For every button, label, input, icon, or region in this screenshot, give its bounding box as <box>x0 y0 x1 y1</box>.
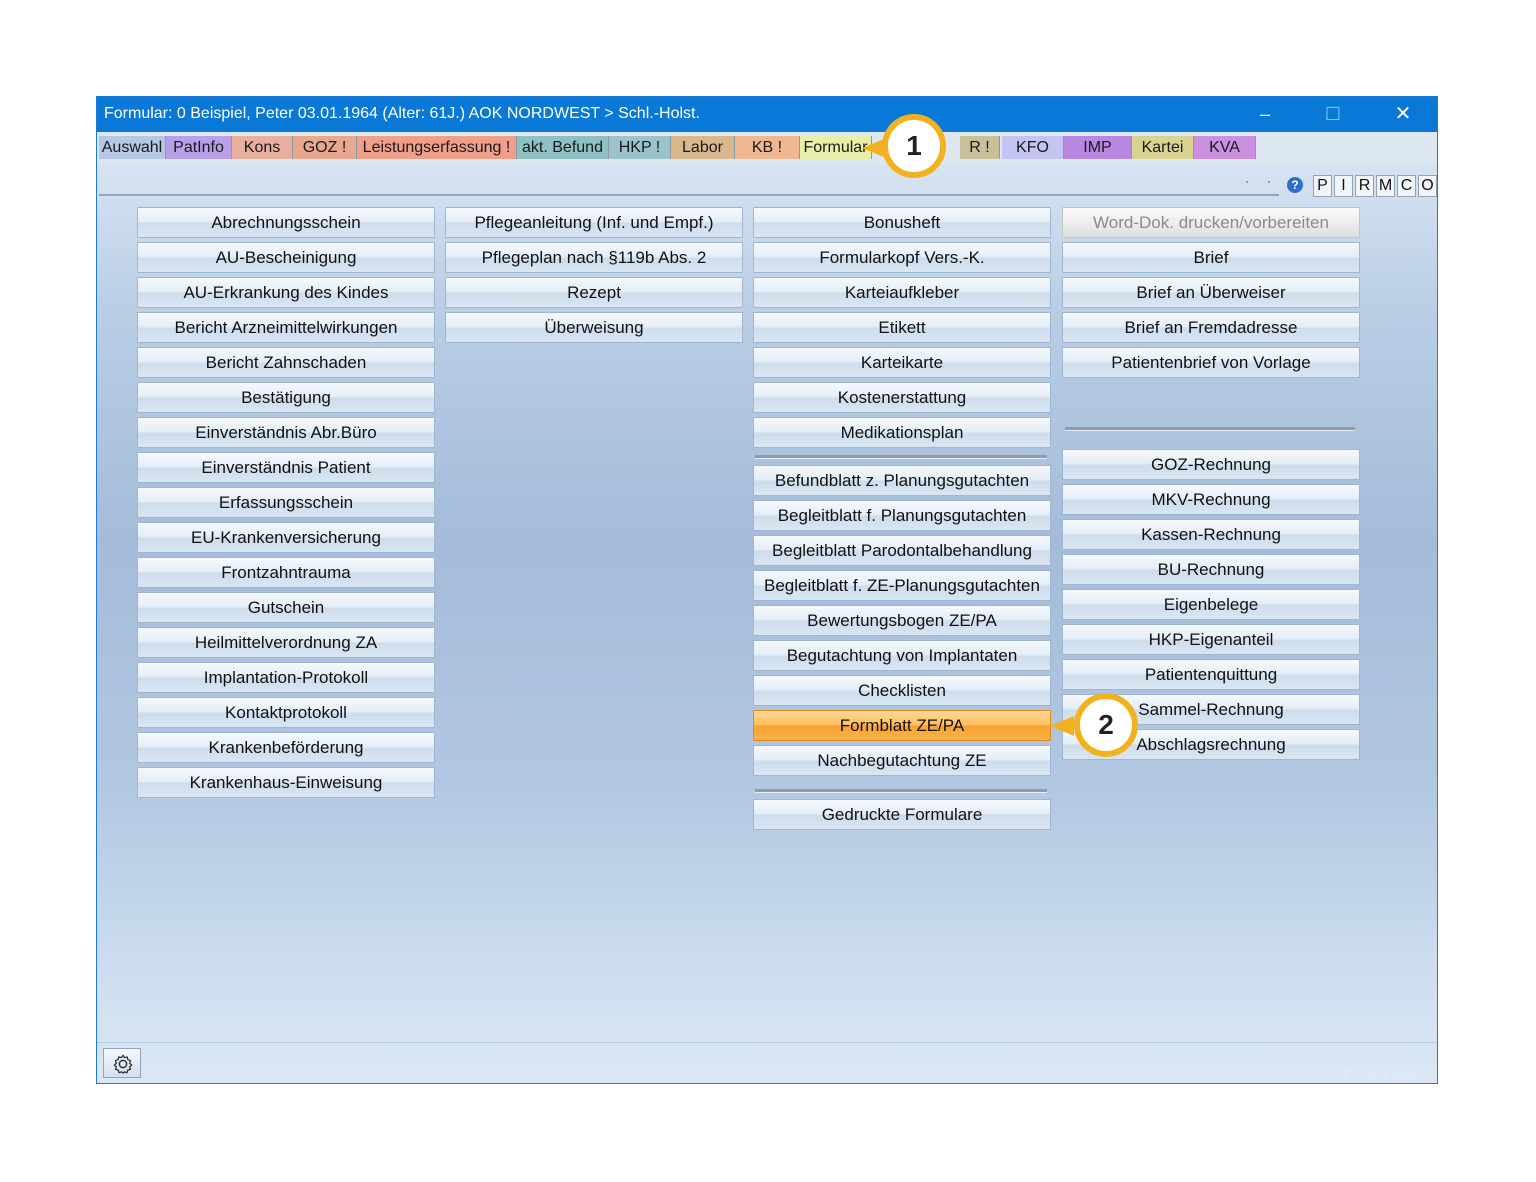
tab-scroll-left-icon[interactable]: · <box>1245 174 1249 188</box>
tab-akt-befund[interactable]: akt. Befund <box>517 136 609 159</box>
begleitblatt-parodontalbehandlung-button[interactable]: Begleitblatt Parodontalbehandlung <box>753 535 1051 566</box>
heilmittelverordnung-za-button[interactable]: Heilmittelverordnung ZA <box>137 627 435 658</box>
gutschein-button[interactable]: Gutschein <box>137 592 435 623</box>
tab-underline <box>99 194 1279 196</box>
au-erkrankung-des-kindes-button[interactable]: AU-Erkrankung des Kindes <box>137 277 435 308</box>
tab-kfo[interactable]: KFO <box>1002 136 1064 159</box>
side-button-r[interactable]: R <box>1355 175 1374 197</box>
pflegeanleitung-inf-und-empf-button[interactable]: Pflegeanleitung (Inf. und Empf.) <box>445 207 743 238</box>
close-icon[interactable]: ✕ <box>1394 103 1412 125</box>
bestätigung-button[interactable]: Bestätigung <box>137 382 435 413</box>
abrechnungsschein-button[interactable]: Abrechnungsschein <box>137 207 435 238</box>
hkp-eigenanteil-button[interactable]: HKP-Eigenanteil <box>1062 624 1360 655</box>
tab-formular[interactable]: Formular <box>800 136 872 159</box>
tab-auswahl[interactable]: Auswahl <box>99 136 166 159</box>
separator-col3-b <box>755 789 1047 793</box>
medikationsplan-button[interactable]: Medikationsplan <box>753 417 1051 448</box>
callout-1: 1 <box>882 114 946 178</box>
formblatt-ze-pa-button[interactable]: Formblatt ZE/PA <box>753 710 1051 741</box>
bonusheft-button[interactable]: Bonusheft <box>753 207 1051 238</box>
patientenbrief-von-vorlage-button[interactable]: Patientenbrief von Vorlage <box>1062 347 1360 378</box>
tab-kartei[interactable]: Kartei <box>1132 136 1194 159</box>
tab-r[interactable]: R ! <box>960 136 1000 159</box>
gedruckte-formulare-button[interactable]: Gedruckte Formulare <box>753 799 1051 830</box>
window-title: Formular: 0 Beispiel, Peter 03.01.1964 (… <box>104 105 700 122</box>
tab-scroll-right-icon[interactable]: · <box>1267 174 1271 188</box>
separator-col4 <box>1065 427 1355 431</box>
etikett-button[interactable]: Etikett <box>753 312 1051 343</box>
separator-col3-a <box>755 455 1047 459</box>
einverständnis-abr-büro-button[interactable]: Einverständnis Abr.Büro <box>137 417 435 448</box>
brief-an-fremdadresse-button[interactable]: Brief an Fremdadresse <box>1062 312 1360 343</box>
brief-an-überweiser-button[interactable]: Brief an Überweiser <box>1062 277 1360 308</box>
word-dok-drucken-vorbereiten-button: Word-Dok. drucken/vorbereiten <box>1062 207 1360 238</box>
au-bescheinigung-button[interactable]: AU-Bescheinigung <box>137 242 435 273</box>
callout-2-pointer <box>1050 716 1074 736</box>
bericht-arzneimittelwirkungen-button[interactable]: Bericht Arzneimittelwirkungen <box>137 312 435 343</box>
implantation-protokoll-button[interactable]: Implantation-Protokoll <box>137 662 435 693</box>
bewertungsbogen-ze-pa-button[interactable]: Bewertungsbogen ZE/PA <box>753 605 1051 636</box>
eigenbelege-button[interactable]: Eigenbelege <box>1062 589 1360 620</box>
checklisten-button[interactable]: Checklisten <box>753 675 1051 706</box>
goz-rechnung-button[interactable]: GOZ-Rechnung <box>1062 449 1360 480</box>
kontaktprotokoll-button[interactable]: Kontaktprotokoll <box>137 697 435 728</box>
tab-kb[interactable]: KB ! <box>735 136 800 159</box>
rezept-button[interactable]: Rezept <box>445 277 743 308</box>
brief-button[interactable]: Brief <box>1062 242 1360 273</box>
begleitblatt-f-planungsgutachten-button[interactable]: Begleitblatt f. Planungsgutachten <box>753 500 1051 531</box>
title-bar[interactable]: Formular: 0 Beispiel, Peter 03.01.1964 (… <box>97 97 1437 132</box>
nachbegutachtung-ze-button[interactable]: Nachbegutachtung ZE <box>753 745 1051 776</box>
tab-kva[interactable]: KVA <box>1194 136 1256 159</box>
karteikarte-button[interactable]: Karteikarte <box>753 347 1051 378</box>
tab-patinfo[interactable]: PatInfo <box>166 136 232 159</box>
patientenquittung-button[interactable]: Patientenquittung <box>1062 659 1360 690</box>
side-button-m[interactable]: M <box>1376 175 1395 197</box>
callout-1-pointer <box>862 138 886 158</box>
tab-imp[interactable]: IMP <box>1064 136 1132 159</box>
mkv-rechnung-button[interactable]: MKV-Rechnung <box>1062 484 1360 515</box>
formularkopf-vers-k-button[interactable]: Formularkopf Vers.-K. <box>753 242 1051 273</box>
tab-hkp[interactable]: HKP ! <box>609 136 671 159</box>
erfassungsschein-button[interactable]: Erfassungsschein <box>137 487 435 518</box>
side-button-i[interactable]: I <box>1334 175 1353 197</box>
befundblatt-z-planungsgutachten-button[interactable]: Befundblatt z. Planungsgutachten <box>753 465 1051 496</box>
minimize-icon[interactable]: – <box>1259 104 1270 124</box>
side-button-o[interactable]: O <box>1418 175 1437 197</box>
begleitblatt-f-ze-planungsgutachten-button[interactable]: Begleitblatt f. ZE-Planungsgutachten <box>753 570 1051 601</box>
überweisung-button[interactable]: Überweisung <box>445 312 743 343</box>
kostenerstattung-button[interactable]: Kostenerstattung <box>753 382 1051 413</box>
frontzahntrauma-button[interactable]: Frontzahntrauma <box>137 557 435 588</box>
krankenhaus-einweisung-button[interactable]: Krankenhaus-Einweisung <box>137 767 435 798</box>
side-button-c[interactable]: C <box>1397 175 1416 197</box>
krankenbeförderung-button[interactable]: Krankenbeförderung <box>137 732 435 763</box>
karteiaufkleber-button[interactable]: Karteiaufkleber <box>753 277 1051 308</box>
pflegeplan-nach-119b-abs-2-button[interactable]: Pflegeplan nach §119b Abs. 2 <box>445 242 743 273</box>
tab-labor[interactable]: Labor <box>671 136 735 159</box>
formular-window: Formular: 0 Beispiel, Peter 03.01.1964 (… <box>96 96 1438 1084</box>
bericht-zahnschaden-button[interactable]: Bericht Zahnschaden <box>137 347 435 378</box>
bu-rechnung-button[interactable]: BU-Rechnung <box>1062 554 1360 585</box>
tab-kons[interactable]: Kons <box>232 136 293 159</box>
settings-button[interactable] <box>103 1048 141 1078</box>
bottom-bar: Fenster auto <box>97 1042 1437 1085</box>
begutachtung-von-implantaten-button[interactable]: Begutachtung von Implantaten <box>753 640 1051 671</box>
einverständnis-patient-button[interactable]: Einverständnis Patient <box>137 452 435 483</box>
ghost-label: Fenster auto <box>1344 1067 1417 1082</box>
eu-krankenversicherung-button[interactable]: EU-Krankenversicherung <box>137 522 435 553</box>
gear-icon <box>113 1054 133 1074</box>
maximize-icon[interactable]: ☐ <box>1324 104 1342 124</box>
help-icon[interactable]: ? <box>1287 177 1303 193</box>
tab-leistungserfassung[interactable]: Leistungserfassung ! <box>357 136 517 159</box>
kassen-rechnung-button[interactable]: Kassen-Rechnung <box>1062 519 1360 550</box>
tab-goz[interactable]: GOZ ! <box>293 136 357 159</box>
callout-2: 2 <box>1074 693 1138 757</box>
side-button-p[interactable]: P <box>1313 175 1332 197</box>
